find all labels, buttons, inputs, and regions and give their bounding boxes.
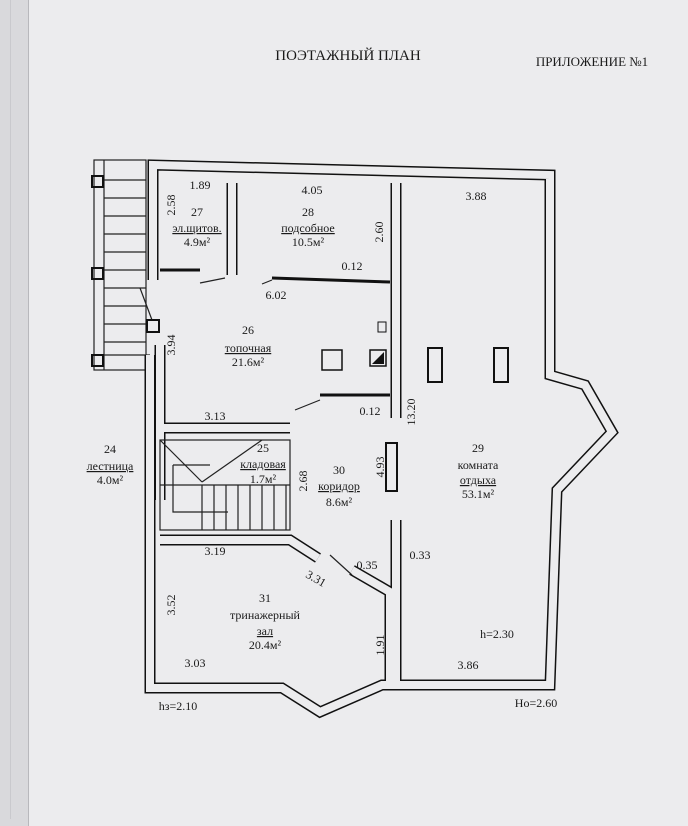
dimension-label: топочная xyxy=(225,341,272,355)
dimension-label: 3.13 xyxy=(205,409,226,423)
dimension-label: 53.1м² xyxy=(462,487,495,501)
dimension-label: 31 xyxy=(259,591,271,605)
dimension-label: отдыха xyxy=(460,473,497,487)
external-stair xyxy=(91,159,150,371)
dimension-label: 8.6м² xyxy=(326,495,353,509)
room-27: 27 эл.щитов. 4.9м² xyxy=(172,205,221,249)
dimension-label: 20.4м² xyxy=(249,638,282,652)
internal-stair xyxy=(159,439,291,531)
dimension-label: 2.68 xyxy=(296,471,310,492)
dimension-label: 28 xyxy=(302,205,314,219)
room-29: 29 комната отдыха 53.1м² xyxy=(458,441,499,501)
appendix-label: ПРИЛОЖЕНИЕ №1 xyxy=(536,54,648,69)
dimension-label: 4.0м² xyxy=(97,473,124,487)
room-28: 28 подсобное 10.5м² xyxy=(281,205,335,249)
dimension-label: 13.20 xyxy=(404,399,418,426)
dimension-label: 3.86 xyxy=(458,658,479,672)
dimension-label: 10.5м² xyxy=(292,235,325,249)
room-26: 26 топочная 21.6м² xyxy=(225,323,272,369)
room-31: 31 тринажерный зал 20.4м² xyxy=(230,591,301,652)
dimension-label: тринажерный xyxy=(230,608,301,622)
dimension-label: подсобное xyxy=(281,221,335,235)
walls xyxy=(144,159,619,719)
dimension-label: 0.35 xyxy=(357,558,378,572)
dimension-label: 2.60 xyxy=(372,222,386,243)
height-right: Ho=2.60 xyxy=(515,696,557,710)
dimension-label: 27 xyxy=(191,205,203,219)
dimension-label: 3.94 xyxy=(164,335,178,356)
dimension-label: 0.33 xyxy=(410,548,431,562)
height-left: hз=2.10 xyxy=(159,699,198,713)
room-30: 30 коридор 8.6м² xyxy=(318,463,360,509)
dimension-label: 21.6м² xyxy=(232,355,265,369)
dimension-label: 4.9м² xyxy=(184,235,211,249)
dimension-label: 1.89 xyxy=(190,178,211,192)
dimension-label: 25 xyxy=(257,441,269,455)
dimension-label: 6.02 xyxy=(266,288,287,302)
frame-line xyxy=(10,0,11,819)
dimension-label: зал xyxy=(257,624,273,638)
dimension-label: 4.05 xyxy=(302,183,323,197)
dimension-label: 0.12 xyxy=(342,259,363,273)
plan-title: ПОЭТАЖНЫЙ ПЛАН xyxy=(275,47,421,64)
dimension-label: 29 xyxy=(472,441,484,455)
partitions xyxy=(139,268,509,576)
dimension-label: эл.щитов. xyxy=(172,221,221,235)
dimension-label: 3.31 xyxy=(303,567,328,590)
dimension-label: 24 xyxy=(104,442,116,456)
dimension-label: 3.52 xyxy=(164,595,178,616)
dimension-label: 3.03 xyxy=(185,656,206,670)
dimension-label: кладовая xyxy=(240,457,286,471)
dimension-label: 2.58 xyxy=(164,195,178,216)
dimension-label: 1.91 xyxy=(373,635,387,656)
room-24: 24 лестница 4.0м² xyxy=(87,442,134,487)
dimension-label: 4.93 xyxy=(373,457,387,478)
dimension-label: комната xyxy=(458,458,499,472)
dimension-label: 1.7м² xyxy=(250,472,277,486)
dimension-label: 3.88 xyxy=(466,189,487,203)
dimension-label: 0.12 xyxy=(360,404,381,418)
dimension-label: 3.19 xyxy=(205,544,226,558)
dimension-label: 30 xyxy=(333,463,345,477)
dimension-label: коридор xyxy=(318,479,360,493)
dimension-label: 26 xyxy=(242,323,254,337)
paper-sheet xyxy=(28,0,688,826)
height-room-29: h=2.30 xyxy=(480,627,514,641)
room-25: 25 кладовая 1.7м² xyxy=(240,441,286,486)
dimension-label: лестница xyxy=(87,459,134,473)
